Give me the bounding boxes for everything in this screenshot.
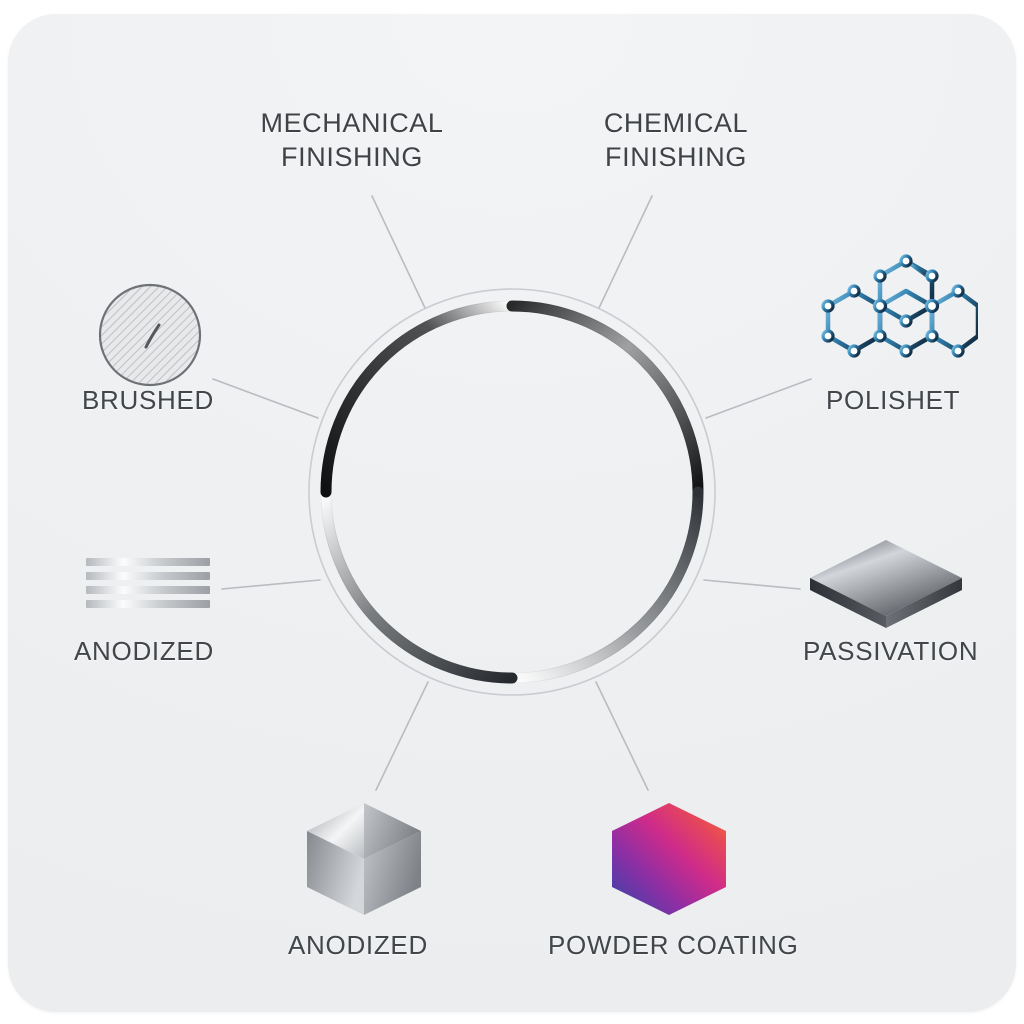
label-brushed: BRUSHED: [82, 385, 215, 415]
metal-stripes-icon: [86, 556, 210, 610]
label-anodized-bottom: ANODIZED: [288, 930, 428, 960]
label-powder-coating: POWDER COATING: [548, 930, 799, 960]
hatched-circle-icon: [96, 281, 204, 389]
gradient-hexagon-icon: [608, 801, 730, 917]
connector-chemical: [598, 195, 653, 309]
heading-chemical-line2: FINISHING: [605, 142, 747, 173]
heading-chemical-line1: CHEMICAL: [603, 108, 749, 138]
silver-hexagon-icon: [303, 801, 425, 917]
arc-bottom-left: [320, 486, 518, 684]
connector-powder-coating: [595, 681, 649, 791]
connector-passivation: [703, 579, 801, 590]
connector-polished: [705, 378, 812, 419]
heading-chemical-finishing: CHEMICAL FINISHING: [536, 106, 816, 174]
connector-mechanical: [371, 195, 426, 309]
heading-mechanical-line1: MECHANICAL: [260, 108, 444, 138]
label-passivation: PASSIVATION: [803, 636, 979, 666]
heading-mechanical-finishing: MECHANICAL FINISHING: [212, 106, 492, 174]
outer-ring: [308, 288, 716, 696]
hub-ring: [302, 282, 722, 702]
connector-anodized-left: [221, 579, 321, 590]
connector-brushed: [212, 378, 319, 419]
arc-top-right: [506, 300, 704, 498]
heading-mechanical-line2: FINISHING: [281, 142, 423, 173]
arc-bottom-right: [506, 486, 704, 684]
card-panel: [8, 14, 1016, 1012]
arc-top-left: [320, 300, 518, 498]
connector-anodized-bottom: [375, 681, 429, 791]
molecule-lattice-icon: [806, 246, 978, 370]
label-anodized-left: ANODIZED: [74, 636, 214, 666]
metal-slab-icon: [806, 534, 966, 630]
label-polished: POLISHET: [826, 385, 961, 415]
